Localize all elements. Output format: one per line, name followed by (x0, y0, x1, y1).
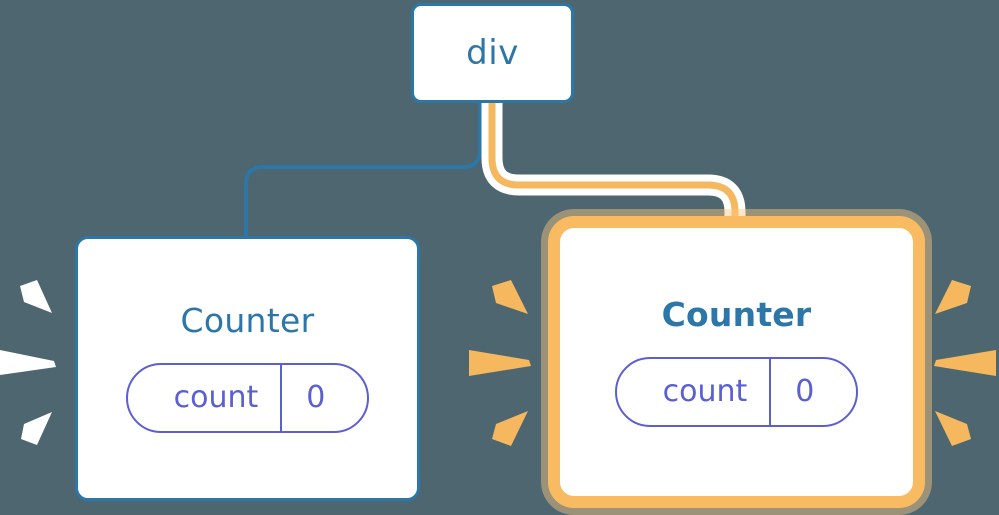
node-counter-left[interactable]: Counter count 0 (75, 236, 420, 501)
node-div[interactable]: div (411, 3, 574, 103)
state-pill-counter-right: count 0 (614, 356, 859, 427)
node-counter-right-label: Counter (661, 294, 812, 334)
state-key: count (173, 380, 259, 415)
connector-div-to-counter-right-halo (481, 103, 746, 232)
state-value: 0 (280, 365, 367, 431)
state-key: count (662, 373, 748, 409)
connector-div-to-counter-left (244, 103, 482, 238)
state-value: 0 (769, 358, 856, 425)
connector-div-to-counter-right (488, 103, 739, 234)
node-counter-left-label: Counter (180, 301, 315, 340)
node-counter-right[interactable]: Counter count 0 (548, 216, 925, 508)
state-pill-counter-left: count 0 (125, 363, 370, 433)
node-div-label: div (466, 33, 519, 73)
